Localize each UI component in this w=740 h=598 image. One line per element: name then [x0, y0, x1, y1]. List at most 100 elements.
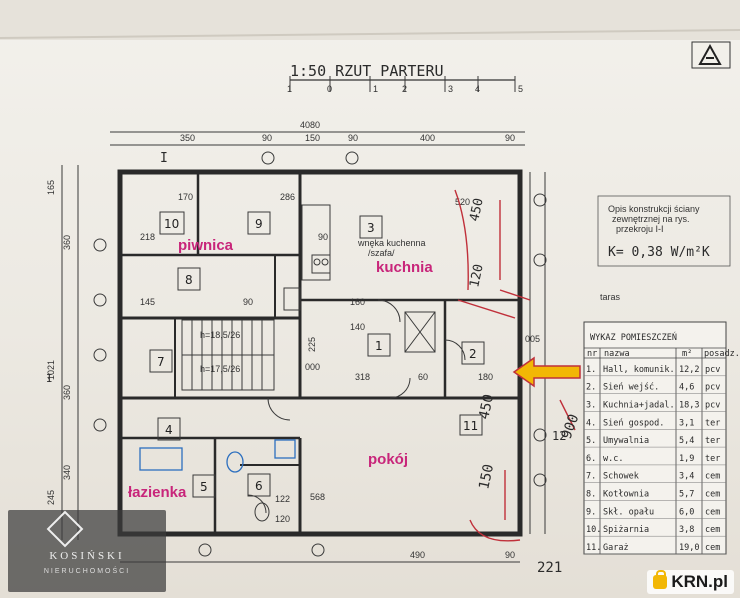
dim-label: 245	[46, 490, 56, 505]
table-cell: Schowek	[603, 472, 639, 482]
table-cell: ter	[705, 418, 720, 428]
room-number: 5	[200, 480, 208, 494]
dim-label: 90	[505, 550, 515, 560]
table-cell: Umywalnia	[603, 436, 649, 446]
table-cell: 4.	[586, 418, 596, 428]
dim-label: 60	[418, 372, 428, 382]
construction-note: Opis konstrukcji ściany zewnętrznej na r…	[597, 195, 731, 267]
handwritten-red-marks: 450 120 450 150 900 12 221	[454, 189, 582, 576]
scale-tick-label: 4	[475, 84, 480, 94]
table-cell: 5,7	[679, 490, 694, 500]
table-cell: cem	[705, 543, 720, 553]
room-number: 9	[255, 217, 263, 231]
table-cell: cem	[705, 472, 720, 482]
table-cell: 1.	[586, 365, 596, 375]
table-header: nazwa	[604, 349, 630, 359]
dim-label: 005	[525, 334, 540, 344]
architect-logo-icon	[691, 41, 731, 69]
table-cell: cem	[705, 525, 720, 535]
room-number: 4	[165, 423, 173, 437]
door-swings	[247, 299, 466, 514]
handwritten-number: 450	[467, 197, 487, 223]
room-number: 11	[463, 419, 478, 433]
staircase: h=18,5/26 h=17,5/26	[181, 319, 275, 391]
dim-label: 400	[420, 133, 435, 143]
scale-tick-label: 1	[287, 84, 292, 94]
scale-tick-label: 5	[518, 84, 523, 94]
scale-tick-label: 3	[448, 84, 453, 94]
table-title: WYKAZ POMIESZCZEŃ	[590, 331, 677, 343]
dim-label: 120	[275, 514, 290, 524]
krn-badge-text: KRN.pl	[671, 572, 728, 591]
dim-label: 90	[505, 133, 515, 143]
table-cell: 10.	[586, 525, 601, 535]
handwritten-number: 450	[476, 393, 497, 421]
room-label-kuchnia: kuchnia	[376, 259, 433, 276]
handwritten-number: 120	[467, 263, 487, 289]
dim-label: 145	[140, 297, 155, 307]
dim-label: 340	[62, 465, 72, 480]
room-number: 2	[469, 347, 477, 361]
dim-label: 90	[243, 297, 253, 307]
table-cell: 3,4	[679, 472, 694, 482]
table-cell: cem	[705, 490, 720, 500]
dim-label: 218	[140, 232, 155, 242]
taras-label: taras	[600, 292, 621, 302]
lock-icon	[653, 570, 668, 589]
table-cell: pcv	[705, 400, 720, 410]
dim-label: 160	[350, 297, 365, 307]
agency-watermark: KOSIŃSKI NIERUCHOMOŚCI	[8, 510, 166, 592]
table-cell: pcv	[705, 365, 720, 375]
scale-tick-label: 2	[402, 84, 407, 94]
room-label-pokoj: pokój	[368, 451, 408, 468]
table-cell: 5.	[586, 436, 596, 446]
table-cell: Sień wejść.	[603, 382, 659, 393]
walls	[117, 169, 523, 537]
dim-label: 350	[180, 133, 195, 143]
dim-label: 318	[355, 372, 370, 382]
stair-label: h=17,5/26	[200, 364, 240, 374]
construction-note-line: zewnętrznej na rys.	[612, 214, 690, 224]
scale-tick-label: 0	[327, 84, 332, 94]
table-header: posadz.	[704, 349, 740, 359]
dim-label: 000	[305, 362, 320, 372]
table-cell: 1,9	[679, 454, 694, 464]
krn-badge[interactable]: KRN.pl	[647, 570, 734, 594]
handwritten-number: 12	[552, 429, 566, 443]
table-cell: w.c.	[603, 454, 623, 464]
kitchen-fixtures	[283, 204, 436, 353]
stair-label: h=18,5/26	[200, 330, 240, 340]
room-schedule-table: WYKAZ POMIESZCZEŃ nr nazwa m² posadz.	[583, 321, 740, 555]
handwritten-number: 150	[476, 463, 497, 491]
table-cell: 5,4	[679, 436, 694, 446]
table-cell: Kotłownia	[603, 490, 649, 500]
table-cell: 6.	[586, 454, 596, 464]
room-label-lazienka: łazienka	[128, 484, 187, 501]
table-cell: pcv	[705, 383, 720, 393]
table-cell: cem	[705, 507, 720, 517]
dim-label: 90	[262, 133, 272, 143]
left-dimensions: 165 360 1021 360 340 245	[46, 165, 79, 540]
dim-total-width: 4080	[300, 120, 320, 130]
dim-label: 520	[455, 197, 470, 207]
dim-label: 360	[62, 235, 72, 250]
table-cell: 6,0	[679, 507, 694, 517]
dim-label: 1021	[46, 360, 56, 380]
table-cell: 11.	[586, 543, 601, 553]
table-cell: Sień gospod.	[603, 418, 664, 428]
dim-label: 170	[178, 192, 193, 202]
construction-note-line: Opis konstrukcji ściany	[608, 204, 700, 214]
construction-note-line: przekroju I-I	[616, 224, 664, 234]
scale-tick-label: 1	[373, 84, 378, 94]
dim-label: 90	[318, 232, 328, 242]
dim-label: 90	[348, 133, 358, 143]
table-cell: 8.	[586, 490, 596, 500]
table-header: m²	[682, 349, 692, 359]
table-cell: Skł. opału	[603, 507, 654, 517]
room-label-piwnica: piwnica	[178, 237, 234, 254]
room-number: 3	[367, 221, 375, 235]
room-number: 8	[185, 273, 193, 287]
